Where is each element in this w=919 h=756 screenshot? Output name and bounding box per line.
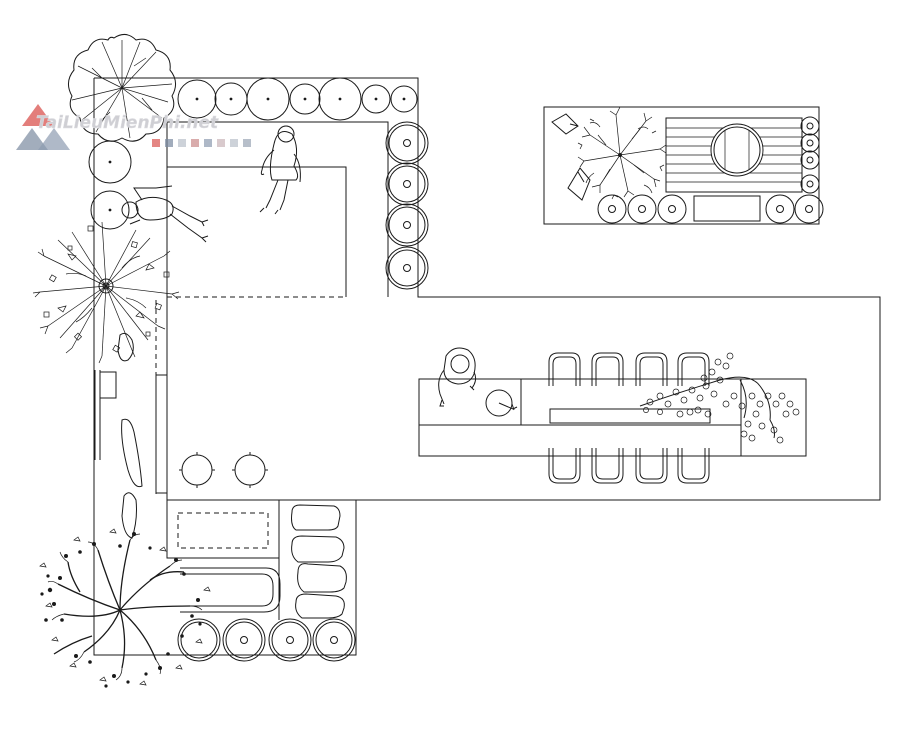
dining-table <box>418 378 807 457</box>
left-stones <box>117 332 143 539</box>
small-tree-top-right <box>577 106 667 200</box>
person-at-table <box>438 347 477 407</box>
person-lying <box>121 185 209 243</box>
dining-chairs <box>548 352 710 484</box>
planter-row-bottom <box>177 618 356 662</box>
stepping-stones <box>291 504 347 619</box>
branchy-tree <box>39 528 211 688</box>
round-stools <box>179 452 268 488</box>
watermark: TaiLieuMienPhi.net <box>16 104 251 150</box>
top-right-module <box>543 106 824 225</box>
spiky-palm-tree <box>32 221 180 364</box>
watermark-logo-icon <box>22 104 54 126</box>
planter-column-right <box>385 121 429 290</box>
person-standing <box>259 125 301 215</box>
flowering-vine <box>639 352 807 457</box>
large-canopy-tree <box>68 34 176 142</box>
lower-left-module <box>166 499 281 620</box>
watermark-text: TaiLieuMienPhi.net <box>36 113 219 133</box>
hedge-row-top <box>177 77 418 121</box>
